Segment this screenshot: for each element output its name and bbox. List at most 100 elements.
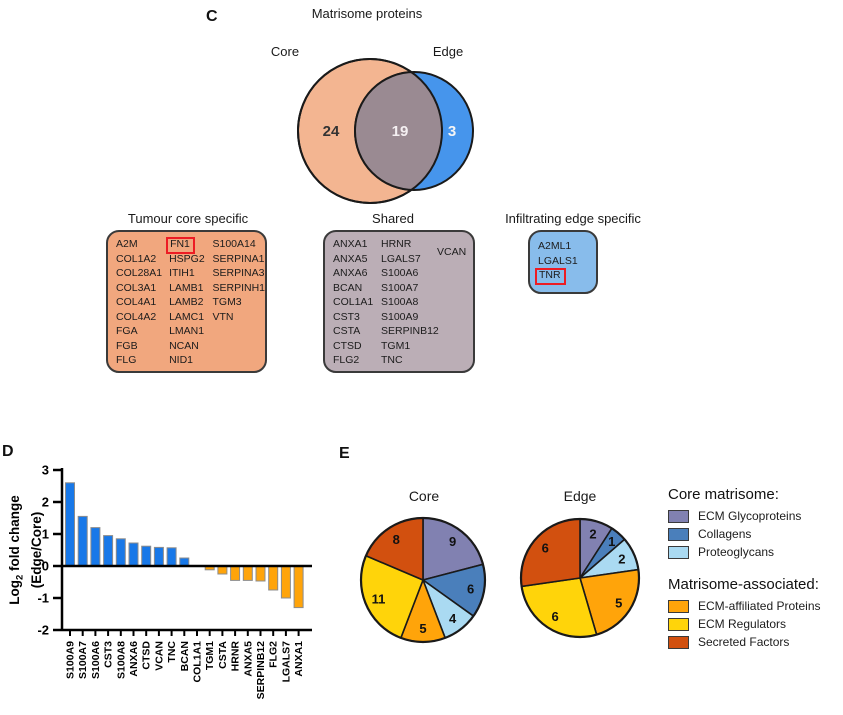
- venn-diagram: 24 19 3: [297, 58, 474, 204]
- venn-title: Matrisome proteins: [311, 6, 423, 21]
- gene-label: COL28A1: [116, 267, 163, 279]
- pie-slice-value: 4: [449, 611, 457, 626]
- legend-swatch: [668, 527, 689, 541]
- legend-item: Secreted Factors: [668, 635, 843, 649]
- x-tick-label: ANXA6: [128, 641, 140, 677]
- gene-label: NCAN: [169, 339, 199, 352]
- gene-label: FLG2: [333, 354, 360, 366]
- legend-swatch: [668, 509, 689, 523]
- gene-label: CTSD: [333, 339, 362, 352]
- x-tick-label: S100A6: [90, 641, 102, 679]
- gene-label: ANXA6: [333, 267, 368, 279]
- x-tick-label: COL1A1: [192, 641, 204, 683]
- gene-label: S100A6: [381, 267, 419, 279]
- legend-label: Collagens: [698, 527, 752, 541]
- pie-outline: [519, 517, 641, 639]
- x-tick-label: HRNR: [230, 641, 242, 672]
- x-tick-label: S100A9: [65, 641, 77, 679]
- x-tick-label: FLG2: [268, 641, 280, 668]
- gene-label: TGM3: [212, 296, 242, 308]
- x-tick-label: TGM1: [204, 641, 216, 670]
- venn-core-count: 24: [323, 123, 340, 140]
- gene-label: S100A9: [381, 310, 419, 323]
- gene-label: FGB: [116, 339, 138, 352]
- edge-box-title: Infiltrating edge specific: [505, 211, 641, 226]
- pie-slice-value: 6: [467, 581, 474, 596]
- gene-label: HSPG2: [169, 252, 205, 265]
- venn-core-label: Core: [270, 44, 300, 59]
- legend-label: ECM Regulators: [698, 617, 787, 631]
- gene-label: S100A8: [381, 296, 419, 308]
- gene-label: ITIH1: [169, 267, 195, 279]
- legend-swatch: [668, 635, 689, 649]
- x-tick-label: CST3: [103, 641, 115, 668]
- y-tick-label: -2: [37, 623, 49, 638]
- gene-label: SERPINB12: [381, 325, 439, 337]
- legend-swatch: [668, 545, 689, 559]
- gene-label: COL3A1: [116, 281, 157, 294]
- pie-outline: [359, 516, 487, 644]
- pie-slice-value: 1: [608, 534, 615, 549]
- pie-slice-value: 5: [615, 595, 622, 610]
- x-tick-label: LGALS7: [280, 641, 292, 683]
- venn-edge-count: 3: [448, 123, 456, 140]
- bar-FLG2: [268, 565, 279, 591]
- legend-item: Collagens: [668, 527, 843, 541]
- venn-overlap-count: 19: [392, 123, 409, 140]
- gene-label: COL1A1: [333, 296, 374, 308]
- legend-label: ECM-affiliated Proteins: [698, 599, 821, 613]
- gene-label: LMAN1: [169, 325, 205, 337]
- gene-label: FN1: [166, 237, 212, 254]
- legend-item: ECM Regulators: [668, 617, 843, 631]
- bar-ANXA1: [293, 565, 304, 609]
- x-tick-label: S100A8: [115, 641, 127, 679]
- bar-VCAN: [153, 546, 164, 567]
- legend-item: ECM Glycoproteins: [668, 509, 843, 523]
- gene-label: A2ML1: [538, 240, 572, 252]
- legend-header: Matrisome-associated:: [668, 576, 819, 593]
- gene-label: LGALS1: [538, 254, 578, 267]
- pie-slice-value: 2: [618, 551, 625, 566]
- gene-label: LAMB1: [169, 281, 204, 294]
- bar-TNC: [166, 547, 177, 567]
- pie-slice-value: 11: [372, 591, 386, 606]
- gene-label: LAMB2: [169, 296, 204, 308]
- bar-SERPINB12: [255, 565, 266, 582]
- bar-S100A7: [77, 515, 88, 567]
- panel-c-label: C: [206, 8, 218, 25]
- x-tick-label: ANXA1: [293, 641, 305, 677]
- legend-header: Core matrisome:: [668, 486, 779, 503]
- pie-slice-value: 8: [393, 532, 400, 547]
- edge-pie-title: Edge: [563, 488, 597, 504]
- x-tick-label: SERPINB12: [255, 641, 267, 700]
- gene-label: SERPINA1: [212, 252, 265, 265]
- venn-edge-label: Edge: [432, 44, 464, 59]
- gene-label: VCAN: [437, 246, 467, 258]
- gene-label: S100A7: [381, 281, 419, 294]
- bar-CTSD: [141, 545, 152, 567]
- panel-e-label: E: [339, 445, 350, 462]
- gene-label: LGALS7: [381, 252, 421, 265]
- x-tick-label: S100A7: [77, 641, 89, 679]
- gene-label: S100A14: [212, 238, 256, 250]
- gene-label: TGM1: [381, 339, 411, 352]
- core-pie-title: Core: [408, 488, 440, 504]
- gene-label: HRNR: [381, 238, 412, 250]
- legend-item: ECM-affiliated Proteins: [668, 599, 843, 613]
- gene-label: FGA: [116, 325, 138, 337]
- y-tick-label: 0: [42, 559, 49, 574]
- gene-label: COL4A2: [116, 310, 157, 323]
- legend-group-matrisome-associated: Matrisome-associated: ECM-affiliated Pro…: [668, 576, 843, 649]
- bar-LGALS7: [280, 565, 291, 599]
- gene-label: COL4A1: [116, 296, 157, 308]
- pie-legend: Core matrisome: ECM Glycoproteins Collag…: [668, 486, 843, 653]
- legend-label: ECM Glycoproteins: [698, 509, 802, 523]
- pie-slice-Secreted Factors: [520, 518, 581, 588]
